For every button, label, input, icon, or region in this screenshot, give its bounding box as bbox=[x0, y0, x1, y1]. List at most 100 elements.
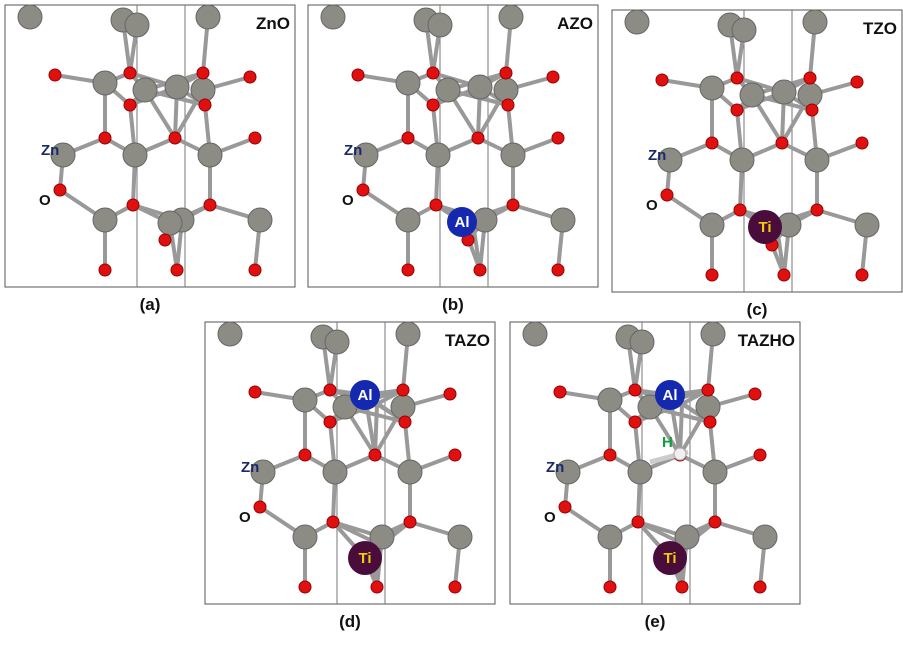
zn-atom bbox=[292, 387, 318, 413]
o-atom bbox=[198, 98, 212, 112]
zn-atom bbox=[322, 459, 348, 485]
o-atom bbox=[660, 188, 674, 202]
o-atom bbox=[553, 385, 567, 399]
zn-atom bbox=[132, 77, 158, 103]
ti-label: Ti bbox=[758, 219, 771, 236]
o-atom bbox=[429, 198, 443, 212]
al-atom bbox=[447, 207, 477, 237]
o-atom bbox=[298, 448, 312, 462]
zn-atom bbox=[425, 142, 451, 168]
o-atom bbox=[158, 233, 172, 247]
zn-atom bbox=[771, 79, 797, 105]
zn-atom bbox=[739, 82, 765, 108]
o-atom bbox=[803, 71, 817, 85]
o-atom bbox=[705, 268, 719, 282]
zn-atom bbox=[467, 74, 493, 100]
o-atom bbox=[855, 268, 869, 282]
zn-atom bbox=[695, 394, 721, 420]
zn-atom bbox=[699, 212, 725, 238]
ti-atom bbox=[748, 210, 782, 244]
o-atom bbox=[426, 66, 440, 80]
panel-title: AZO bbox=[557, 14, 593, 33]
al-label: Al bbox=[455, 214, 470, 231]
zn-atom bbox=[50, 142, 76, 168]
unit-cell-box bbox=[204, 321, 496, 605]
zn-atom bbox=[597, 524, 623, 550]
panel-b: Al ZnO AZO (b) bbox=[307, 4, 599, 314]
ti-atom bbox=[653, 541, 687, 575]
zn-label: Zn bbox=[41, 142, 59, 159]
zn-label: Zn bbox=[344, 142, 362, 159]
o-atom bbox=[196, 66, 210, 80]
o-atom bbox=[471, 131, 485, 145]
o-atom bbox=[243, 70, 257, 84]
zn-atom bbox=[395, 207, 421, 233]
o-atom bbox=[703, 415, 717, 429]
o-atom bbox=[253, 500, 267, 514]
zn-atom bbox=[197, 142, 223, 168]
zn-atom bbox=[17, 4, 43, 30]
o-atom bbox=[631, 515, 645, 529]
zn-label: Zn bbox=[241, 459, 259, 476]
o-atom bbox=[443, 387, 457, 401]
o-atom bbox=[473, 263, 487, 277]
ti-atom bbox=[348, 541, 382, 575]
panel-caption: (e) bbox=[645, 612, 666, 631]
o-label: O bbox=[544, 509, 556, 526]
panel-title: TAZO bbox=[445, 331, 490, 350]
o-atom bbox=[326, 515, 340, 529]
zn-atom bbox=[522, 321, 548, 347]
zn-atom bbox=[802, 9, 828, 35]
zn-atom bbox=[700, 321, 726, 347]
o-atom bbox=[501, 98, 515, 112]
o-atom bbox=[448, 448, 462, 462]
bond bbox=[637, 520, 676, 542]
al-label: Al bbox=[663, 387, 678, 404]
al-label: Al bbox=[358, 387, 373, 404]
h-atom bbox=[673, 447, 687, 461]
o-atom bbox=[396, 383, 410, 397]
o-atom bbox=[810, 203, 824, 217]
zn-atom bbox=[217, 321, 243, 347]
o-atom bbox=[675, 580, 689, 594]
ti-label: Ti bbox=[358, 550, 371, 567]
zn-atom bbox=[427, 12, 453, 38]
o-atom bbox=[705, 136, 719, 150]
zn-atom bbox=[447, 524, 473, 550]
o-label: O bbox=[342, 192, 354, 209]
unit-cell-box bbox=[509, 321, 801, 605]
zn-atom bbox=[164, 74, 190, 100]
zn-atom bbox=[92, 207, 118, 233]
o-atom bbox=[708, 515, 722, 529]
zn-atom bbox=[250, 459, 276, 485]
o-atom bbox=[356, 183, 370, 197]
o-atom bbox=[701, 383, 715, 397]
o-atom bbox=[748, 387, 762, 401]
o-atom bbox=[655, 73, 669, 87]
o-atom bbox=[506, 198, 520, 212]
zn-label: Zn bbox=[648, 147, 666, 164]
zn-atom bbox=[629, 329, 655, 355]
zn-atom bbox=[729, 147, 755, 173]
zn-atom bbox=[702, 459, 728, 485]
zn-atom bbox=[752, 524, 778, 550]
zn-atom bbox=[550, 207, 576, 233]
zn-atom bbox=[353, 142, 379, 168]
o-atom bbox=[98, 131, 112, 145]
o-atom bbox=[298, 580, 312, 594]
panel-caption: (d) bbox=[339, 612, 361, 631]
zn-atom bbox=[498, 4, 524, 30]
zn-atom bbox=[122, 142, 148, 168]
o-atom bbox=[368, 448, 382, 462]
zn-atom bbox=[804, 147, 830, 173]
o-atom bbox=[775, 136, 789, 150]
panel-caption: (b) bbox=[442, 295, 464, 314]
o-atom bbox=[248, 131, 262, 145]
o-atom bbox=[401, 263, 415, 277]
o-atom bbox=[126, 198, 140, 212]
zn-atom bbox=[435, 77, 461, 103]
zn-atom bbox=[627, 459, 653, 485]
o-atom bbox=[48, 68, 62, 82]
